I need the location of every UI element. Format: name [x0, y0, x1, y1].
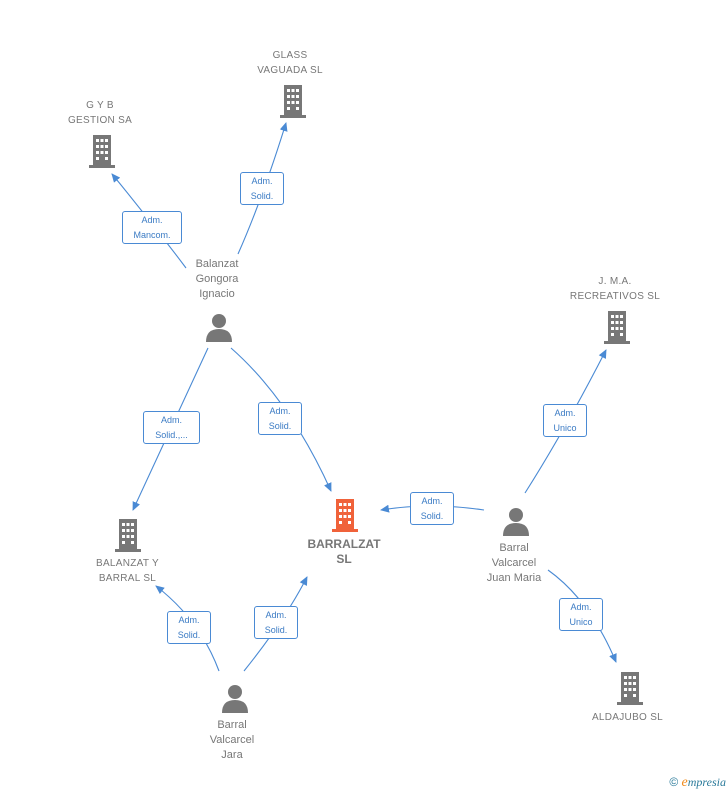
edge-label-juan-jma[interactable]: Adm. Unico	[543, 404, 587, 437]
balanzat-barral-label[interactable]: BALANZAT Y BARRAL SL	[95, 558, 160, 584]
edge-label-gongora-balanzat-barral[interactable]: Adm. Solid.,...	[143, 411, 200, 444]
edge-label-jara-balanzat-barral[interactable]: Adm. Solid.	[167, 611, 211, 644]
glass-building-icon[interactable]	[277, 84, 309, 118]
gyb-label[interactable]: G Y B GESTION SA	[67, 100, 133, 126]
aldajubo-building-icon[interactable]	[614, 671, 646, 705]
edge-label-juan-aldajubo[interactable]: Adm. Unico	[559, 598, 603, 631]
edge-label-jara-barralzat[interactable]: Adm. Solid.	[254, 606, 298, 639]
balanzat-gongora-label[interactable]: Balanzat Gongora Ignacio	[195, 258, 239, 300]
balanzat-barral-building-icon[interactable]	[112, 518, 144, 552]
aldajubo-label[interactable]: ALDAJUBO SL	[591, 712, 664, 723]
glass-label[interactable]: GLASS VAGUADA SL	[257, 50, 323, 76]
barral-juan-person-icon[interactable]	[501, 506, 531, 536]
edge-label-gongora-glass[interactable]: Adm. Solid.	[240, 172, 284, 205]
barralzat-label[interactable]: BARRALZAT SL	[307, 537, 381, 566]
balanzat-gongora-person-icon[interactable]	[204, 312, 234, 342]
barral-jara-person-icon[interactable]	[220, 683, 250, 713]
empresia-footer[interactable]: © empresia	[669, 775, 726, 791]
edge-label-gongora-gyb[interactable]: Adm. Mancom.	[122, 211, 182, 244]
barral-juan-label[interactable]: Barral Valcarcel Juan Maria	[486, 542, 542, 584]
brand-logo-initial: e	[681, 775, 688, 790]
brand-logo-text: mpresia	[687, 775, 726, 789]
barral-jara-label[interactable]: Barral Valcarcel Jara	[209, 719, 255, 761]
edge-label-juan-barralzat[interactable]: Adm. Solid.	[410, 492, 454, 525]
jma-label[interactable]: J. M.A. RECREATIVOS SL	[569, 276, 661, 302]
gyb-building-icon[interactable]	[86, 134, 118, 168]
barralzat-building-icon[interactable]	[329, 498, 361, 532]
copyright-symbol: ©	[669, 775, 679, 789]
edge-label-gongora-barralzat[interactable]: Adm. Solid.	[258, 402, 302, 435]
jma-building-icon[interactable]	[601, 310, 633, 344]
